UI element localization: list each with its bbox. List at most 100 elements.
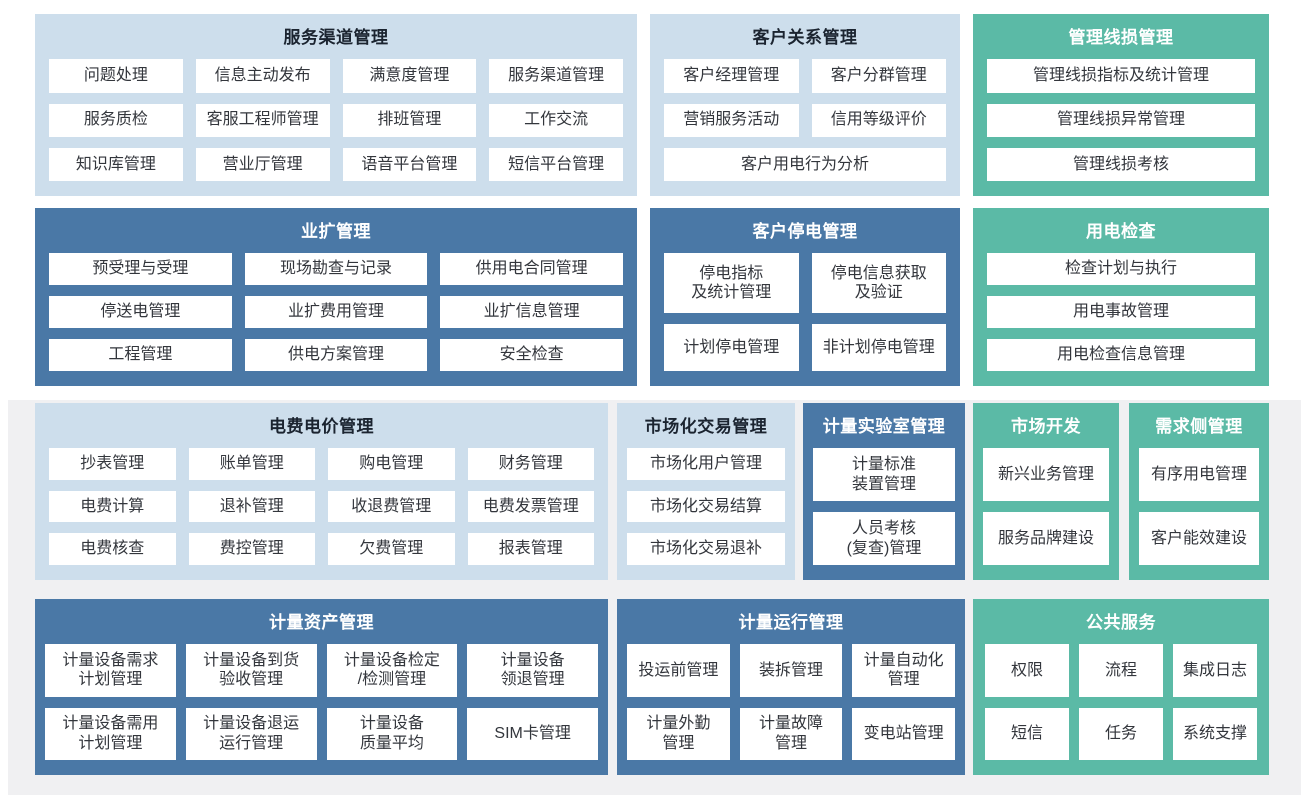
module-item: 非计划停电管理: [811, 324, 946, 371]
module-item: 服务质检: [49, 103, 183, 137]
module-item: 计量设备需求 计划管理: [45, 644, 176, 697]
module-item: 营业厅管理: [195, 147, 330, 181]
module-item: 计量自动化 管理: [852, 644, 955, 697]
module-item: 计量设备需用 计划管理: [45, 707, 176, 760]
block-items: 停电指标 及统计管理停电信息获取 及验证计划停电管理非计划停电管理: [650, 251, 960, 386]
module-item: 电费计算: [49, 490, 176, 523]
block-title: 计量资产管理: [269, 613, 374, 632]
block-title: 管理线损管理: [1068, 28, 1174, 47]
block-items: 问题处理信息主动发布满意度管理服务渠道管理服务质检客服工程师管理排班管理工作交流…: [35, 57, 637, 196]
block-items: 客户经理管理客户分群管理营销服务活动信用等级评价客户用电行为分析: [650, 57, 960, 196]
module-item: 供用电合同管理: [440, 253, 623, 286]
module-item: 业扩费用管理: [244, 296, 428, 329]
module-item: 账单管理: [188, 448, 315, 480]
module-item: 排班管理: [342, 103, 477, 137]
module-item: 服务品牌建设: [983, 512, 1109, 565]
module-item: 任务: [1079, 707, 1163, 760]
module-item: 流程: [1079, 644, 1163, 697]
block-customer-relation: 客户关系管理客户经理管理客户分群管理营销服务活动信用等级评价客户用电行为分析: [650, 14, 960, 196]
block-items: 计量设备需求 计划管理计量设备到货 验收管理计量设备检定 /检测管理计量设备 领…: [35, 642, 608, 775]
module-item: 财务管理: [467, 448, 594, 480]
module-item: 短信: [985, 707, 1069, 760]
module-item: 用电检查信息管理: [987, 339, 1255, 371]
block-title: 用电检查: [1086, 222, 1156, 241]
module-item: 计量设备 领退管理: [467, 644, 598, 697]
block-items: 新兴业务管理服务品牌建设: [973, 446, 1119, 580]
block-public-service: 公共服务权限流程集成日志短信任务系统支撑: [973, 599, 1269, 775]
block-business-expansion: 业扩管理预受理与受理现场勘查与记录供用电合同管理停送电管理业扩费用管理业扩信息管…: [35, 208, 637, 386]
block-items: 检查计划与执行用电事故管理用电检查信息管理: [973, 251, 1269, 386]
module-item: 市场化交易结算: [627, 490, 785, 523]
block-outage: 客户停电管理停电指标 及统计管理停电信息获取 及验证计划停电管理非计划停电管理: [650, 208, 960, 386]
module-item: 营销服务活动: [664, 103, 799, 137]
block-items: 权限流程集成日志短信任务系统支撑: [973, 642, 1269, 775]
module-item: 服务渠道管理: [489, 59, 623, 93]
block-metering-operation: 计量运行管理投运前管理装拆管理计量自动化 管理计量外勤 管理计量故障 管理变电站…: [617, 599, 965, 775]
block-items: 计量标准 装置管理人员考核 (复查)管理: [803, 446, 965, 580]
module-item: 电费发票管理: [467, 490, 594, 523]
module-item: 装拆管理: [739, 644, 843, 697]
module-item: 预受理与受理: [49, 253, 232, 286]
module-item: 费控管理: [188, 533, 315, 565]
module-item: 信息主动发布: [195, 59, 330, 93]
module-item: 停电信息获取 及验证: [811, 253, 946, 314]
module-item: 工作交流: [489, 103, 623, 137]
module-item: 计量外勤 管理: [627, 707, 730, 760]
module-item: 计量故障 管理: [739, 707, 843, 760]
module-item: 客户用电行为分析: [664, 147, 946, 181]
module-item: 客户经理管理: [664, 59, 799, 93]
block-demand-side: 需求侧管理有序用电管理客户能效建设: [1129, 403, 1269, 580]
module-item: 退补管理: [188, 490, 315, 523]
block-title: 计量实验室管理: [822, 417, 946, 436]
block-items: 预受理与受理现场勘查与记录供用电合同管理停送电管理业扩费用管理业扩信息管理工程管…: [35, 251, 637, 386]
block-items: 市场化用户管理市场化交易结算市场化交易退补: [617, 446, 795, 580]
module-item: 管理线损异常管理: [987, 103, 1255, 137]
module-item: 用电事故管理: [987, 296, 1255, 329]
module-item: 知识库管理: [49, 147, 183, 181]
module-item: 计量设备到货 验收管理: [185, 644, 317, 697]
module-item: 变电站管理: [852, 707, 955, 760]
module-item: 系统支撑: [1173, 707, 1257, 760]
module-item: 投运前管理: [627, 644, 730, 697]
module-item: 工程管理: [49, 339, 232, 371]
module-item: 客户分群管理: [811, 59, 946, 93]
module-item: 计量标准 装置管理: [813, 448, 955, 502]
block-items: 抄表管理账单管理购电管理财务管理电费计算退补管理收退费管理电费发票管理电费核查费…: [35, 446, 608, 580]
block-billing: 电费电价管理抄表管理账单管理购电管理财务管理电费计算退补管理收退费管理电费发票管…: [35, 403, 608, 580]
module-item: 集成日志: [1173, 644, 1257, 697]
block-metering-asset: 计量资产管理计量设备需求 计划管理计量设备到货 验收管理计量设备检定 /检测管理…: [35, 599, 608, 775]
module-item: 客服工程师管理: [195, 103, 330, 137]
block-title: 客户停电管理: [752, 222, 858, 241]
module-item: 问题处理: [49, 59, 183, 93]
block-title: 服务渠道管理: [283, 28, 389, 47]
module-item: 权限: [985, 644, 1069, 697]
block-items: 有序用电管理客户能效建设: [1129, 446, 1269, 580]
module-item: 市场化交易退补: [627, 533, 785, 565]
module-item: 计量设备 质量平均: [326, 707, 458, 760]
module-item: 欠费管理: [328, 533, 455, 565]
block-market-trade: 市场化交易管理市场化用户管理市场化交易结算市场化交易退补: [617, 403, 795, 580]
module-item: 计划停电管理: [664, 324, 799, 371]
module-item: 新兴业务管理: [983, 448, 1109, 502]
module-item: 计量设备退运 运行管理: [185, 707, 317, 760]
module-item: 现场勘查与记录: [244, 253, 428, 286]
block-title: 业扩管理: [301, 222, 371, 241]
module-item: 人员考核 (复查)管理: [813, 512, 955, 565]
module-item: 短信平台管理: [489, 147, 623, 181]
block-title: 需求侧管理: [1155, 417, 1243, 436]
module-item: 收退费管理: [328, 490, 455, 523]
module-item: 抄表管理: [49, 448, 176, 480]
module-item: 管理线损考核: [987, 147, 1255, 181]
module-item: 安全检查: [440, 339, 623, 371]
module-item: 供电方案管理: [244, 339, 428, 371]
module-item: SIM卡管理: [467, 707, 598, 760]
block-items: 投运前管理装拆管理计量自动化 管理计量外勤 管理计量故障 管理变电站管理: [617, 642, 965, 775]
module-item: 购电管理: [328, 448, 455, 480]
module-item: 报表管理: [467, 533, 594, 565]
module-item: 业扩信息管理: [440, 296, 623, 329]
module-item: 语音平台管理: [342, 147, 477, 181]
block-metering-lab: 计量实验室管理计量标准 装置管理人员考核 (复查)管理: [803, 403, 965, 580]
block-title: 电费电价管理: [269, 417, 374, 436]
module-item: 停送电管理: [49, 296, 232, 329]
module-item: 满意度管理: [342, 59, 477, 93]
